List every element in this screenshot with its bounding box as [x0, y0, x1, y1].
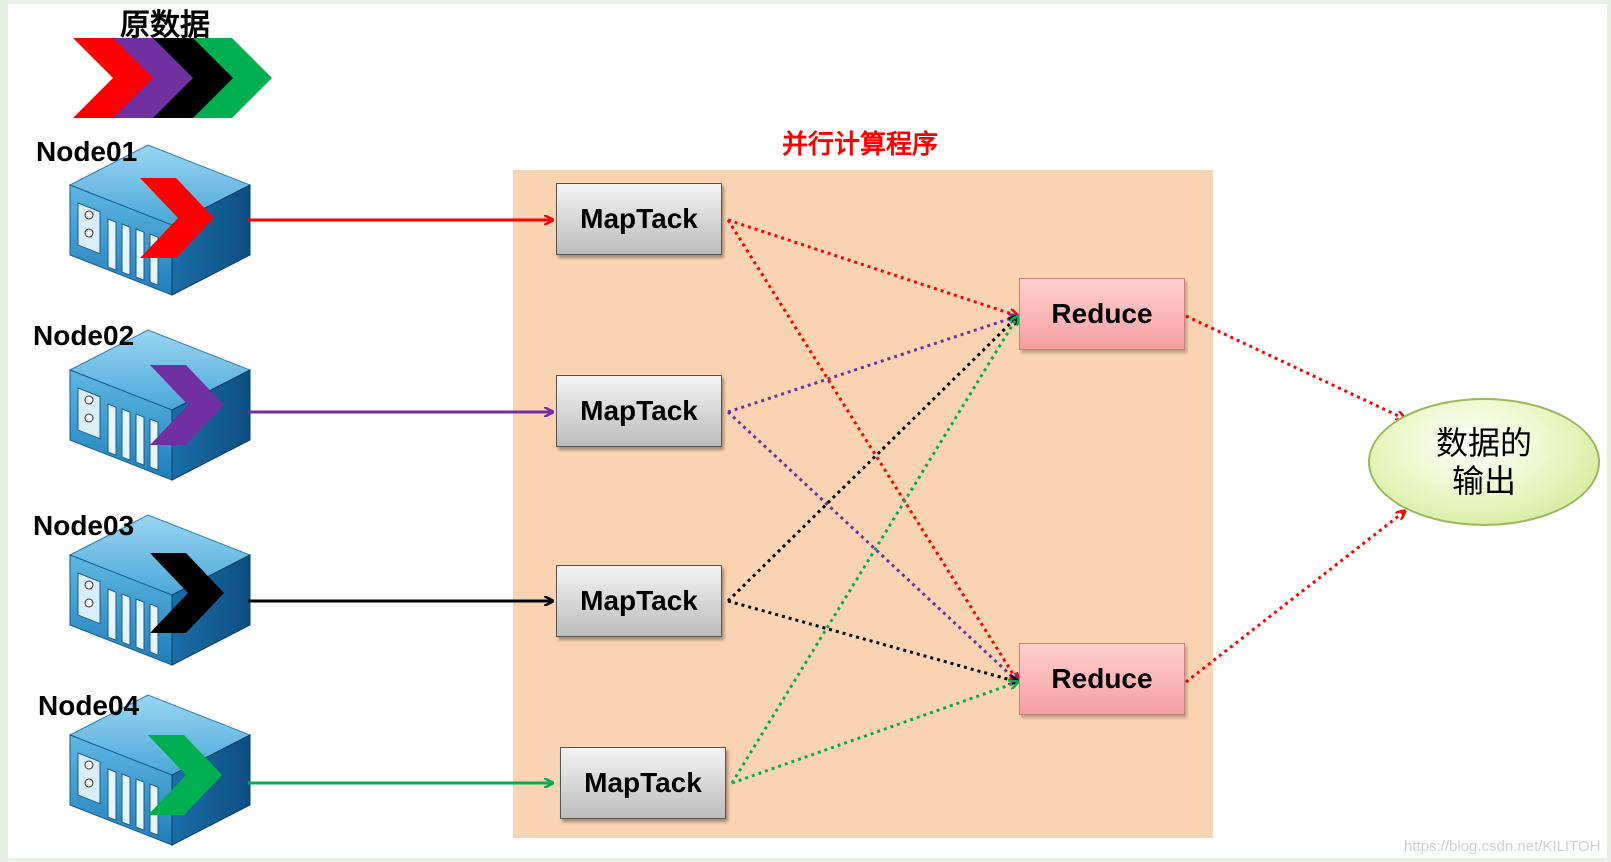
node04-label: Node04 [38, 690, 140, 721]
frame-bottom [0, 858, 1611, 862]
dotted-reduce2-output [1185, 511, 1405, 684]
output-line1: 数据的 [1435, 424, 1532, 462]
reduce-task-2: Reduce [1019, 643, 1185, 715]
frame-right [1607, 0, 1611, 862]
dotted-map2-reduce1 [727, 316, 1018, 414]
map-task-4: MapTack [560, 747, 726, 819]
node02-data-chevron [150, 365, 224, 445]
dotted-map3-reduce1 [726, 316, 1018, 603]
watermark: https://blog.csdn.net/KILITOH [1404, 838, 1601, 855]
dotted-map2-reduce2 [726, 410, 1018, 682]
data-output-node: 数据的 输出 [1368, 398, 1600, 526]
dotted-map1-reduce1 [727, 218, 1018, 316]
node03-data-chevron [150, 553, 224, 633]
node03-label: Node03 [33, 510, 135, 541]
dotted-reduce1-output [1185, 314, 1405, 419]
dotted-map4-reduce2 [731, 682, 1018, 785]
frame-left [0, 0, 8, 862]
source-data-title: 原数据 [120, 8, 210, 43]
dotted-map4-reduce1 [730, 316, 1018, 784]
map-task-3: MapTack [556, 565, 722, 637]
output-line2: 输出 [1451, 462, 1516, 500]
reduce-task-1: Reduce [1019, 278, 1185, 350]
node01-label: Node01 [36, 136, 138, 167]
frame-top [0, 0, 1611, 4]
map-task-1: MapTack [556, 183, 722, 255]
source-chevron-green [193, 38, 272, 118]
node04-data-chevron [148, 735, 222, 815]
dotted-map3-reduce2 [727, 599, 1018, 682]
panel-title: 并行计算程序 [781, 130, 938, 160]
node01-data-chevron [140, 178, 214, 258]
map-task-2: MapTack [556, 375, 722, 447]
node02-label: Node02 [33, 320, 135, 351]
